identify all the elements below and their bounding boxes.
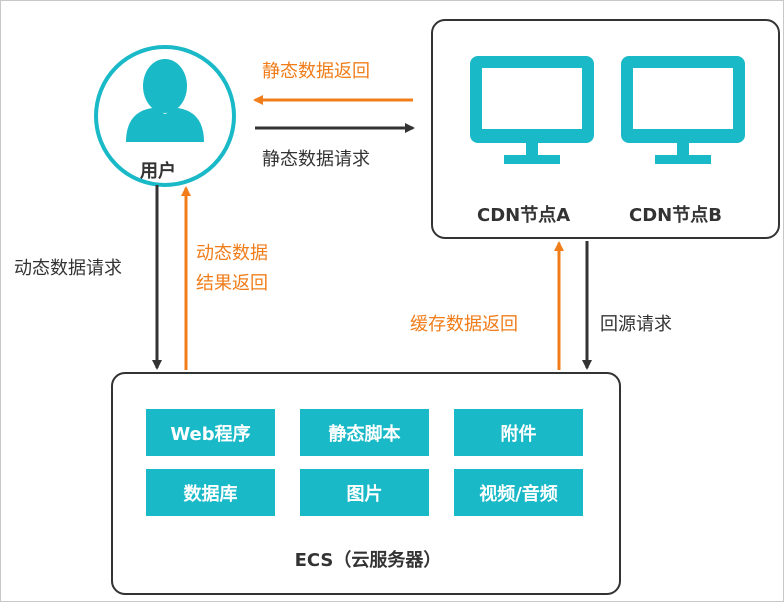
dynamic-return-label-line2: 结果返回 (196, 273, 268, 294)
dynamic-request-label: 动态数据请求 (14, 258, 122, 279)
monitor-icon-b (621, 56, 745, 164)
cdn-node-b-label: CDN节点B (629, 205, 722, 226)
static-request-label: 静态数据请求 (262, 149, 370, 170)
origin-request-label: 回源请求 (600, 314, 672, 335)
dynamic-return-label-line1: 动态数据 (196, 243, 268, 264)
cdn-box: CDN节点A CDN节点B (431, 19, 780, 239)
user-icon (126, 59, 204, 142)
user-label: 用户 (140, 161, 176, 182)
tile-web-app: Web程序 (146, 409, 275, 456)
user-node (94, 45, 236, 187)
tile-attachments: 附件 (454, 409, 583, 456)
static-return-label: 静态数据返回 (262, 61, 370, 82)
monitor-icon-a (470, 56, 594, 164)
tile-images: 图片 (300, 469, 429, 516)
tile-video-audio: 视频/音频 (454, 469, 583, 516)
ecs-label: ECS（云服务器） (294, 550, 442, 571)
tile-database: 数据库 (146, 469, 275, 516)
cdn-monitors (470, 56, 745, 164)
cdn-node-a-label: CDN节点A (477, 205, 571, 226)
cache-return-label: 缓存数据返回 (410, 314, 518, 335)
ecs-box: Web程序 静态脚本 附件 数据库 图片 视频/音频 ECS（云服务器） (111, 372, 621, 595)
tile-static-script: 静态脚本 (300, 409, 429, 456)
